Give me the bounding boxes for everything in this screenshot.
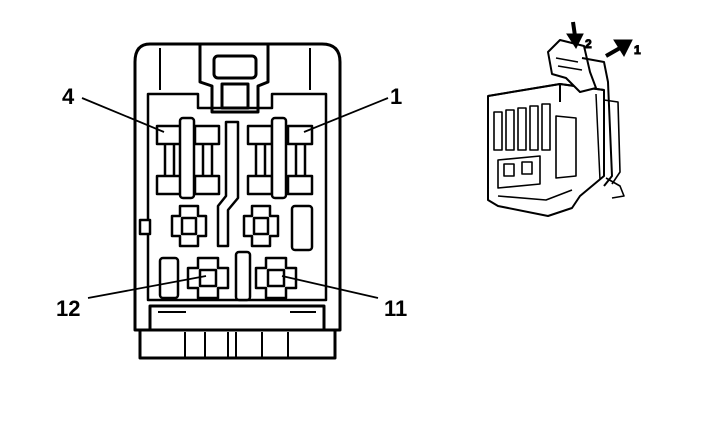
terminal-cavity-4: [155, 124, 183, 196]
upper-terminal-row: [155, 116, 314, 248]
leader-4: [81, 97, 165, 133]
pin-label-11: 11: [384, 296, 407, 321]
middle-terminal-row: [138, 204, 314, 252]
iso-latch: [547, 39, 597, 93]
pin-label-1: 1: [390, 84, 402, 109]
inner-cavity: [146, 92, 328, 302]
arrow-2-down: [566, 21, 584, 50]
terminal-cavity-2: [246, 124, 274, 196]
terminal-cavity-3: [193, 124, 221, 196]
divider-rib: [234, 250, 252, 302]
leader-1: [303, 97, 389, 133]
connector-base: [138, 304, 337, 360]
pin-label-12: 12: [56, 296, 80, 321]
arrow-1-right: [605, 39, 633, 58]
pin-label-4: 4: [62, 84, 75, 109]
divider-rib: [270, 116, 288, 200]
connector-front-view: [133, 42, 342, 360]
terminal-cavity-12: [186, 256, 230, 300]
terminal-cavity-cross: [242, 204, 280, 248]
leader-11: [281, 275, 379, 299]
divider-rib: [178, 116, 196, 200]
direction-arrows: 2 1: [566, 21, 642, 58]
lower-terminal-row: [158, 250, 298, 302]
callout-labels: 4 1 12 11: [56, 84, 407, 321]
side-notch: [138, 218, 152, 236]
connector-isometric-view: [487, 39, 625, 217]
callout-leaders: [81, 97, 389, 299]
leader-12: [87, 275, 207, 299]
arrow-label-2: 2: [585, 37, 592, 51]
terminal-cavity-1: [286, 124, 314, 196]
center-slot: [216, 120, 240, 248]
side-slot: [290, 204, 314, 252]
arrow-label-1: 1: [634, 43, 641, 57]
iso-front-face: [493, 103, 577, 201]
side-slot: [158, 256, 180, 300]
terminal-cavity-11: [254, 256, 298, 300]
terminal-cavity-cross: [170, 204, 208, 248]
